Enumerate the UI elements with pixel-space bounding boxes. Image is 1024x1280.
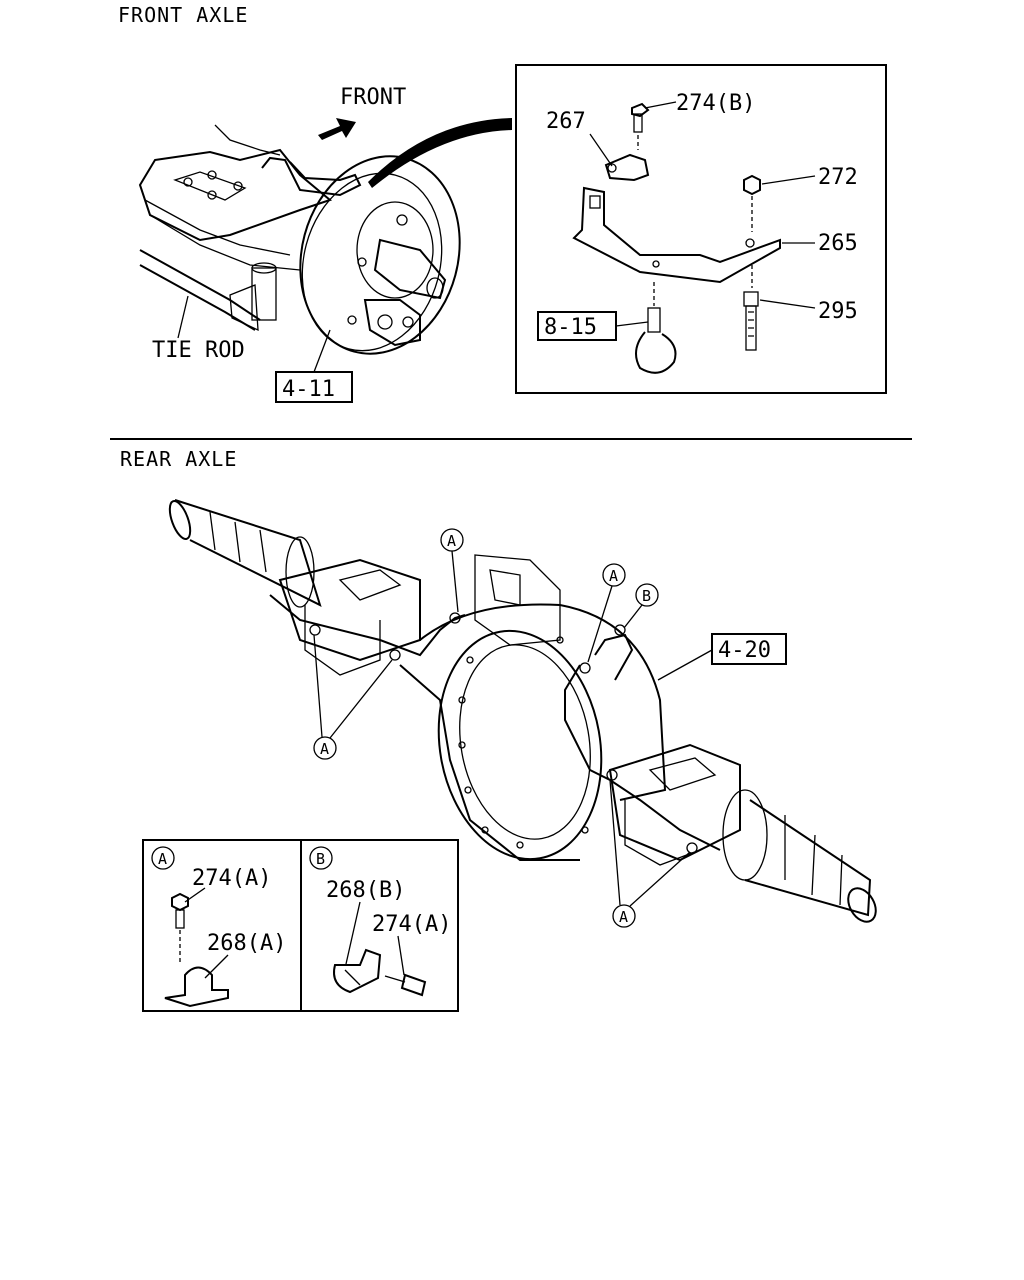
callout-a-top: A	[440, 528, 464, 613]
detail-b-268b-label: 268(B)	[326, 878, 405, 903]
ref-8-15-leader	[615, 321, 649, 327]
part-274b-leader	[644, 101, 677, 109]
part-295-leader	[759, 299, 816, 309]
ref-8-15-label: 8-15	[544, 315, 597, 340]
callout-a-right: A	[609, 779, 691, 928]
ref-4-20-box: 4-20	[711, 633, 787, 665]
part-265-label: 265	[818, 231, 858, 256]
tie-rod-label: TIE ROD	[152, 338, 245, 363]
rear-axle-drawing	[168, 499, 877, 923]
front-axle-drawing	[138, 124, 461, 355]
part-274b-label: 274(B)	[676, 91, 755, 116]
detail-a: A 274(A) 268(A)	[151, 846, 286, 1008]
ref-8-15-box: 8-15	[537, 311, 617, 341]
detail-a-268a-label: 268(A)	[207, 931, 286, 956]
svg-text:A: A	[609, 567, 618, 585]
front-direction-arrow-icon	[318, 118, 356, 140]
front-axle-title: FRONT AXLE	[118, 3, 248, 27]
detail-b-274a-label: 274(A)	[372, 912, 451, 937]
detail-a-marker: A	[158, 850, 167, 868]
callout-b-center: B	[623, 583, 659, 629]
ref-4-20-leader	[657, 649, 713, 681]
ref-4-11-label: 4-11	[282, 377, 335, 402]
part-267-leader	[589, 133, 613, 167]
rear-axle-title: REAR AXLE	[120, 447, 237, 471]
detail-b: B 268(B) 274(A)	[309, 846, 451, 997]
svg-text:A: A	[619, 908, 628, 926]
ref-4-20-label: 4-20	[718, 638, 771, 663]
front-direction-label: FRONT	[340, 85, 406, 110]
tie-rod-leader	[177, 295, 189, 339]
svg-text:A: A	[447, 532, 456, 550]
svg-text:B: B	[642, 587, 651, 605]
detail-a-274a-label: 274(A)	[192, 866, 271, 891]
detail-a-box	[142, 839, 302, 1012]
detail-b-box	[300, 839, 459, 1012]
part-272-leader	[761, 175, 816, 185]
part-267-label: 267	[546, 109, 586, 134]
front-detail-drawing	[572, 102, 781, 374]
svg-text:A: A	[320, 740, 329, 758]
callout-a-left: A	[313, 634, 393, 760]
part-272-label: 272	[818, 165, 858, 190]
callout-a-center: A	[587, 563, 626, 663]
part-295-label: 295	[818, 299, 858, 324]
ref-4-11-box: 4-11	[275, 371, 353, 403]
detail-pointer-arrow	[368, 118, 512, 188]
detail-b-marker: B	[316, 850, 325, 868]
ref-4-11-leader	[313, 329, 331, 373]
